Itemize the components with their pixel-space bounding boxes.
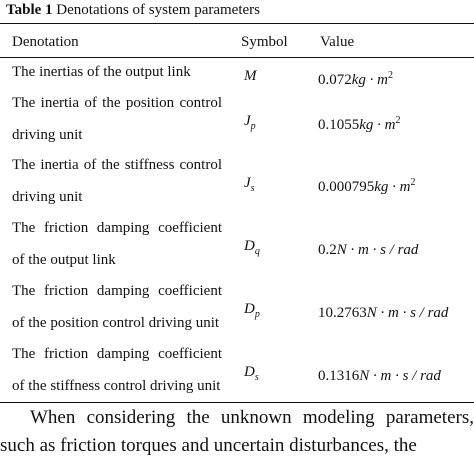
row-value: 0.1316N · m · s / rad	[318, 362, 441, 386]
header-denotation: Denotation	[12, 34, 79, 50]
row-denotation-line1: The inertia of the stiffness control	[12, 157, 222, 173]
value-exponent: 2	[395, 115, 401, 126]
body-paragraph: When considering the unknown modeling pa…	[0, 404, 474, 460]
row-denotation-line1: The inertia of the position control	[12, 95, 222, 111]
value-number: 0.072	[318, 72, 352, 88]
symbol-letter: J	[244, 113, 251, 129]
symbol-subscript: p	[254, 309, 260, 320]
row-denotation-line1: The friction damping coefficient	[12, 283, 222, 299]
header-symbol: Symbol	[241, 34, 288, 50]
row-denotation: The inertias of the output link	[12, 56, 222, 88]
value-unit: N · m · s / rad	[359, 368, 441, 384]
row-denotation: The inertia of the position control driv…	[12, 87, 222, 151]
value-exponent: 2	[410, 177, 416, 188]
symbol-letter: M	[244, 68, 257, 84]
row-value: 0.000795kg · m2	[318, 173, 416, 197]
row-symbol: Ds	[244, 362, 259, 388]
table-top-rule	[0, 23, 474, 24]
row-denotation-line2: driving unit	[12, 189, 83, 205]
symbol-letter: J	[244, 175, 251, 191]
row-denotation-line1: The friction damping coefficient	[12, 346, 222, 362]
value-number: 0.2	[318, 242, 337, 258]
row-denotation-line2: driving unit	[12, 127, 83, 143]
header-rule	[0, 57, 474, 58]
symbol-letter: D	[244, 364, 255, 380]
row-denotation: The inertia of the stiffness control dri…	[12, 149, 222, 213]
paragraph-line2: such as friction torques and uncertain d…	[0, 435, 417, 456]
value-number: 10.2763	[318, 305, 367, 321]
symbol-subscript: q	[254, 246, 260, 257]
row-denotation-line1: The friction damping coefficient	[12, 220, 222, 236]
row-value: 0.2N · m · s / rad	[318, 236, 418, 260]
symbol-subscript: s	[250, 183, 255, 194]
table-bottom-rule	[0, 402, 474, 403]
row-denotation-line2: of the position control driving unit	[12, 315, 220, 331]
value-unit: kg · m	[351, 72, 388, 88]
row-symbol: Js	[244, 173, 255, 199]
symbol-subscript: s	[254, 372, 259, 383]
value-unit: N · m · s / rad	[336, 242, 419, 258]
table-caption: Table 1 Denotations of system parameters	[6, 0, 260, 20]
row-denotation-line2: of the stiffness control driving unit	[12, 378, 221, 394]
row-value: 0.1055kg · m2	[318, 111, 401, 135]
value-number: 0.1055	[318, 117, 360, 133]
row-denotation-line1: The inertias of the output link	[12, 64, 191, 80]
symbol-letter: D	[244, 301, 255, 317]
symbol-letter: D	[244, 238, 255, 254]
value-unit: N · m · s / rad	[366, 305, 449, 321]
row-value: 0.072kg · m2	[318, 66, 393, 90]
value-unit: kg · m	[374, 179, 411, 195]
value-exponent: 2	[388, 70, 393, 81]
row-value: 10.2763N · m · s / rad	[318, 299, 448, 323]
row-denotation: The friction damping coefficient of the …	[12, 275, 222, 339]
row-symbol: Dp	[244, 299, 260, 325]
row-denotation-line2: of the output link	[12, 252, 116, 268]
row-symbol: Dq	[244, 236, 260, 262]
value-unit: kg · m	[359, 117, 396, 133]
value-number: 0.000795	[318, 179, 375, 195]
paragraph-line1: When considering the unknown modeling pa…	[30, 407, 474, 428]
table-caption-text: Denotations of system parameters	[56, 2, 260, 18]
header-value: Value	[320, 34, 355, 50]
row-symbol: Jp	[244, 111, 256, 137]
row-denotation: The friction damping coefficient of the …	[12, 338, 222, 402]
row-denotation: The friction damping coefficient of the …	[12, 212, 222, 276]
row-symbol: M	[244, 66, 257, 92]
value-number: 0.1316	[318, 368, 360, 384]
table-caption-label: Table 1	[6, 2, 53, 18]
symbol-subscript: p	[250, 121, 256, 132]
